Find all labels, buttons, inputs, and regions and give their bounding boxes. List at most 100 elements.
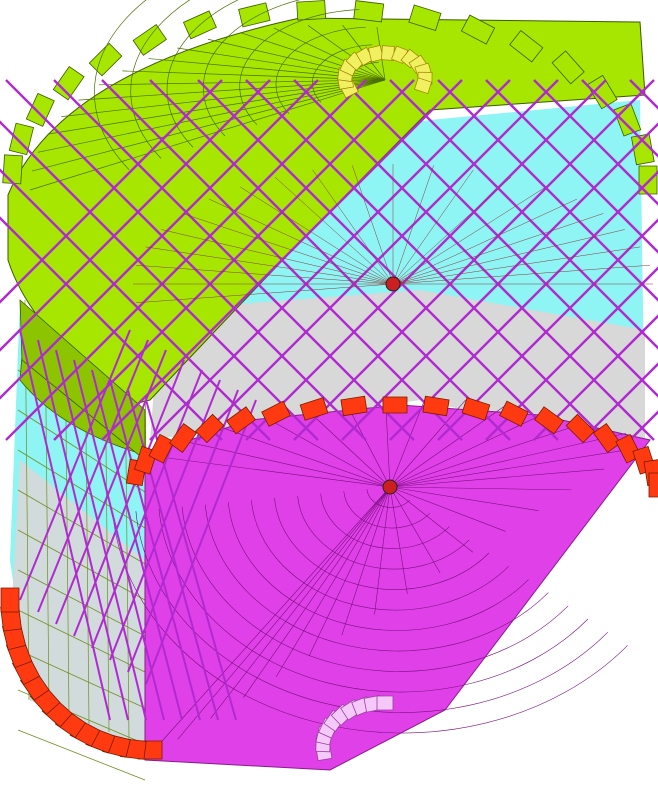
roof-rim-block xyxy=(630,133,655,166)
cable-diagonal xyxy=(581,79,658,158)
cable-wall-diagonal xyxy=(55,349,147,721)
roof-radial-line xyxy=(273,27,386,81)
floor-ring-line xyxy=(274,497,490,590)
ring-beam-block xyxy=(226,406,256,435)
floor-surface xyxy=(144,404,651,771)
floor-ring-line xyxy=(112,513,628,734)
wall-row-line xyxy=(17,609,146,673)
ring-beam-block xyxy=(565,413,595,444)
floor-radial-line xyxy=(389,468,605,488)
ring-beam-block xyxy=(382,396,408,414)
radial-tie xyxy=(136,283,394,304)
center-node-lower xyxy=(382,479,398,495)
floor-radial-line xyxy=(389,399,466,488)
roof-rim-block xyxy=(52,65,85,101)
cable-wall-diagonal xyxy=(145,399,257,685)
roof-rim-block xyxy=(509,29,544,63)
cable-wall-diagonal xyxy=(73,359,185,637)
ring-beam-block xyxy=(168,423,198,453)
floor-radial-line xyxy=(341,486,391,636)
ring-beam xyxy=(0,395,658,760)
radial-tie xyxy=(392,176,512,285)
cable-diagonal xyxy=(581,362,658,441)
roof-radial-line xyxy=(307,25,386,81)
roof-rim-block xyxy=(132,24,167,56)
ring-beam-block xyxy=(261,400,291,427)
floor-radial-line xyxy=(389,404,506,488)
roof-ring-line xyxy=(130,0,191,159)
cable-wall-diagonal xyxy=(91,369,183,721)
floor-radial-line xyxy=(210,486,391,719)
floor-ring-line xyxy=(158,508,589,693)
floor-ring-line xyxy=(343,491,430,529)
roof-ring-line xyxy=(312,44,373,103)
floor-radial-line xyxy=(345,401,391,488)
wall-row-line xyxy=(17,729,146,781)
center-node-upper xyxy=(385,276,401,292)
roof-rim-block xyxy=(2,154,23,185)
floor-radial-line xyxy=(144,486,391,761)
roof-radial-line xyxy=(29,79,386,191)
floor-ring-line xyxy=(320,493,450,549)
floor-radial-line xyxy=(389,486,441,574)
roof-ring-line xyxy=(203,0,301,137)
radial-tie xyxy=(392,246,641,285)
floor-radial-line xyxy=(305,408,391,488)
roof-rim-block xyxy=(551,50,585,85)
roof-radial-line xyxy=(47,79,386,135)
roof-rim-block xyxy=(353,0,385,23)
floor-radial-line xyxy=(243,486,391,698)
ring-beam-block xyxy=(592,423,622,453)
roof-radial-line xyxy=(207,38,386,81)
floor-radial-line xyxy=(389,486,539,511)
cable-wall-diagonal xyxy=(19,329,131,601)
cable-diagonal xyxy=(485,266,658,441)
floor-radial-line xyxy=(308,486,391,657)
ring-beam-block xyxy=(422,395,450,417)
roof-rim-block xyxy=(408,4,442,32)
cable-net xyxy=(0,79,658,721)
cable-wall-diagonal xyxy=(91,369,203,649)
top-ring-block xyxy=(414,77,432,95)
radial-tie xyxy=(312,169,394,285)
radial-tie xyxy=(240,186,394,285)
ring-beam-block xyxy=(195,413,225,444)
floor-radial-line xyxy=(177,486,391,740)
floor-ring-line xyxy=(228,502,529,631)
floor-radial-line xyxy=(389,432,627,488)
floor-radial-line xyxy=(389,486,474,553)
cable-diagonal xyxy=(389,170,658,441)
top-compression-ring xyxy=(337,45,433,99)
cable-diagonal xyxy=(485,79,658,254)
cable-diagonal xyxy=(533,79,658,206)
radial-tie xyxy=(182,213,394,285)
cable-wall-diagonal xyxy=(109,379,201,721)
floor-radial-line xyxy=(185,441,391,488)
ring-beam-block xyxy=(461,397,491,421)
floor-ring-line xyxy=(204,504,549,652)
cable-wall-diagonal xyxy=(37,339,149,613)
roof-ring-line xyxy=(166,0,239,148)
floor-radial-line xyxy=(389,486,506,532)
roof-rim-block xyxy=(8,122,35,156)
floor-ring-line xyxy=(181,506,569,672)
ring-beam-block xyxy=(299,397,329,421)
radial-tie xyxy=(392,198,577,285)
radial-tie xyxy=(136,264,394,285)
roof-rim-block xyxy=(88,42,123,77)
floor-ring-line xyxy=(251,500,510,611)
floor-slab xyxy=(112,397,651,771)
roof-rim-block xyxy=(25,92,55,127)
ring-beam-block xyxy=(648,472,658,498)
floor-radial-line xyxy=(389,448,637,488)
floor-ring-line xyxy=(366,489,411,508)
cable-diagonal xyxy=(533,314,658,441)
cable-wall-diagonal xyxy=(55,349,167,625)
wall-row-line xyxy=(17,449,146,529)
ring-beam-block xyxy=(0,587,20,613)
floor-radial-line xyxy=(389,486,408,594)
radial-tie xyxy=(274,176,394,285)
radial-tie xyxy=(392,264,650,285)
floor-radial-line xyxy=(265,417,391,488)
